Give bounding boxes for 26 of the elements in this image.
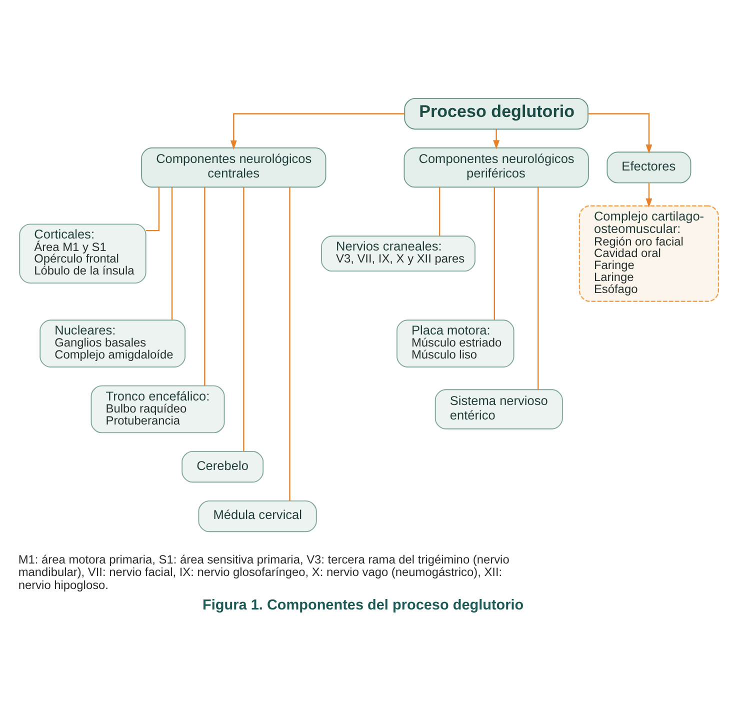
node-box: Cerebelo	[182, 450, 264, 482]
caption: Figura 1. Componentes del proceso deglutorio	[202, 597, 524, 614]
node-box: Efectores	[606, 151, 692, 183]
connector	[494, 186, 495, 320]
node-box: Componentes neurológicos centrales	[141, 146, 326, 188]
node-box: Placa motora: Músculo estriado Músculo liso	[396, 319, 514, 367]
connector	[439, 186, 440, 236]
node-box: Tronco encefálico: Bulbo raquídeo Protuberancia	[90, 384, 225, 433]
connector	[538, 186, 539, 390]
node-box: Corticales: Área M1 y S1 Opérculo frontal Lóbulo de la ínsula	[19, 223, 146, 283]
connector	[171, 186, 173, 320]
node-box: Sistema nervioso entérico	[434, 388, 563, 429]
connector	[204, 186, 206, 386]
node-box: Nucleares: Ganglios basales Complejo amigdaloíde	[40, 319, 186, 367]
connector	[289, 186, 290, 500]
node-box: Nervios craneales: V3, VII, IX, X y XII pares	[321, 235, 476, 272]
arrow	[588, 112, 652, 154]
arrow	[230, 112, 404, 150]
node-box: Complejo cartilago-osteomuscular: Región oro facial Cavidad oral Faringe Laringe Esófago	[578, 204, 720, 302]
arrow	[646, 182, 652, 208]
connector	[243, 186, 244, 451]
arrow	[493, 128, 500, 149]
node-box: Proceso deglutorio	[404, 97, 588, 130]
label: M1: área motora primaria, S1: área sensitiva primaria, V3: tercera rama del trigéimino (nervio mandibular), VII: nervio facial, IX: nervio glosofaríngeo, X: nervio vago (neumogástrico), XII: nervio hipogloso.	[18, 552, 510, 592]
node-box: Componentes neurológicos periféricos	[404, 146, 589, 188]
node-box: Médula cervical	[198, 500, 317, 532]
